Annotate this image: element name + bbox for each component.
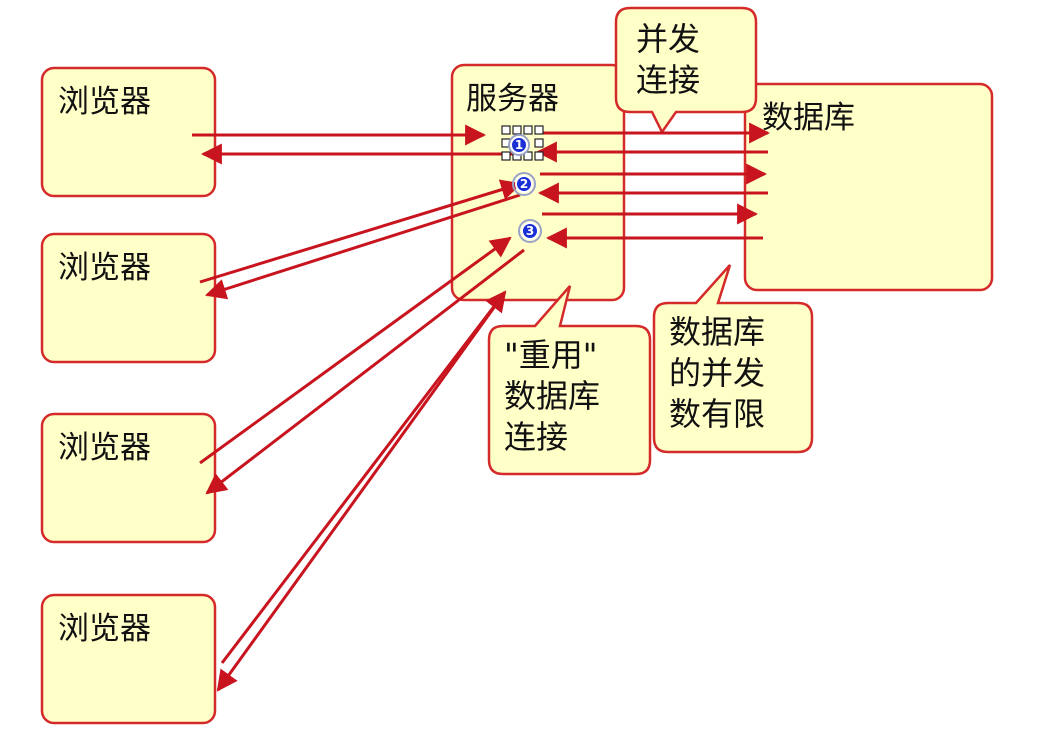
arrow-server-to-browser3	[205, 248, 525, 495]
badge-2: 2	[512, 172, 536, 196]
callout-limit-line-1: 数据库	[669, 313, 765, 351]
badge-3: 3	[518, 219, 542, 243]
browser-label-2: 浏览器	[58, 250, 151, 286]
browser-label-4: 浏览器	[58, 611, 151, 647]
browser-label-3: 浏览器	[58, 430, 151, 466]
arrow-browser2-to-server	[199, 179, 523, 284]
callout-concurrent-connection: 并发 连接	[614, 6, 758, 135]
server-database-arrows	[535, 122, 771, 249]
database-box: 数据库	[743, 82, 994, 292]
callout-limit-line-2: 的并发	[669, 354, 765, 392]
arrow-server-to-browser2	[204, 193, 521, 300]
badge-1-label: 1	[515, 138, 523, 152]
callout-limit-line-3: 数有限	[669, 395, 765, 433]
database-label: 数据库	[762, 100, 855, 136]
callout-concurrent-line-2: 连接	[636, 61, 700, 99]
callout-concurrent-line-1: 并发	[636, 20, 700, 58]
browser-server-arrows	[192, 124, 525, 692]
callout-db-concurrency-limit: 数据库 的并发 数有限	[652, 264, 814, 454]
badge-2-label: 2	[520, 177, 528, 191]
browser-box-1: 浏览器	[40, 66, 217, 198]
browser-box-2: 浏览器	[40, 232, 217, 364]
browser-box-3: 浏览器	[40, 412, 217, 544]
browser-label-1: 浏览器	[58, 84, 151, 120]
callout-reuse-line-3: 连接	[504, 418, 568, 456]
callout-reuse-connection: "重用" 数据库 连接	[487, 285, 652, 476]
callout-reuse-line-1: "重用"	[504, 336, 597, 374]
callout-reuse-line-2: 数据库	[504, 377, 600, 415]
browser-box-4: 浏览器	[40, 593, 217, 725]
server-box: 服务器	[450, 63, 626, 302]
arrow-server-to-browser4	[216, 301, 500, 692]
arrow-browser3-to-server	[199, 236, 512, 465]
badge-1: 1	[508, 134, 530, 156]
badge-3-label: 3	[526, 224, 534, 238]
server-label: 服务器	[466, 81, 559, 117]
arrow-browser4-to-server	[220, 290, 507, 664]
